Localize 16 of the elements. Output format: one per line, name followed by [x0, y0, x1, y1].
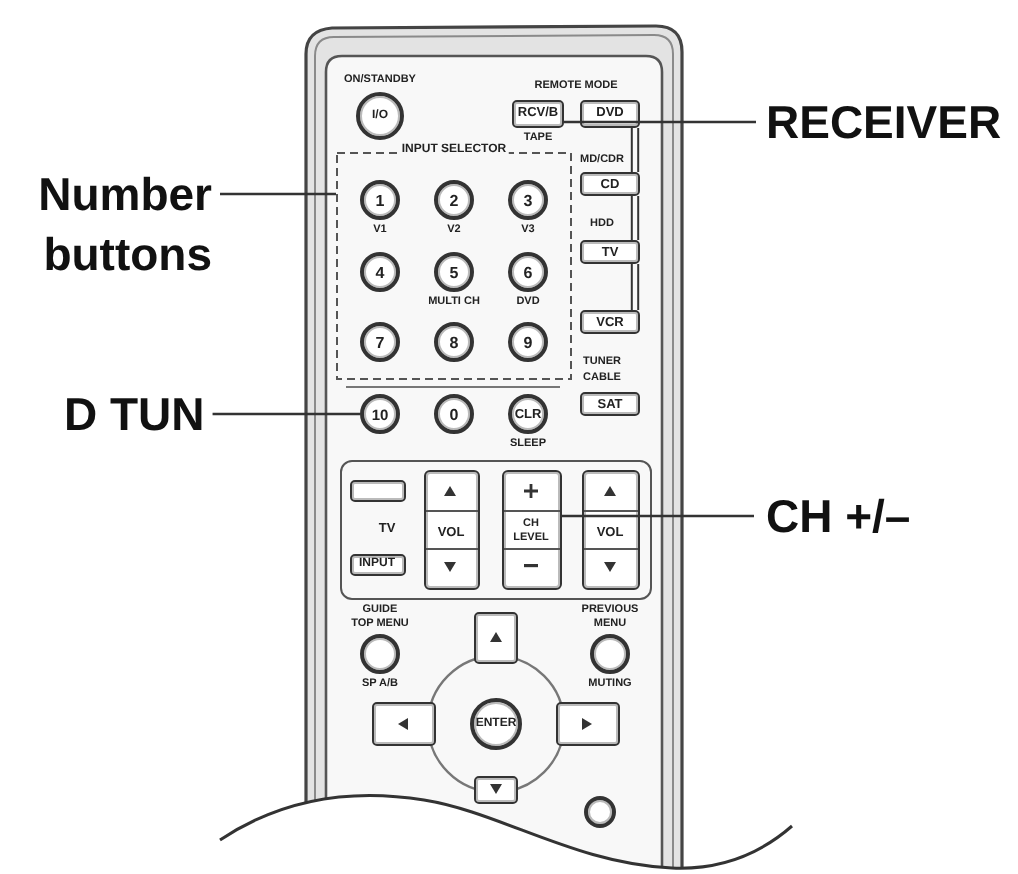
callout-label: RECEIVER [766, 94, 1002, 150]
cursor-button [474, 612, 518, 664]
leader-line [220, 192, 336, 196]
input-selector-group [336, 144, 572, 380]
double-connector-line [630, 127, 640, 173]
cursor-button [556, 702, 620, 746]
button-panel [340, 460, 652, 600]
double-connector-line [630, 195, 640, 241]
cursor-button [372, 702, 436, 746]
callout-label: Number buttons [32, 164, 212, 284]
cursor-button [474, 776, 518, 804]
leader-line [212, 412, 360, 416]
double-connector-line [630, 263, 640, 311]
callout-label: CH +/– [766, 490, 911, 542]
callout-label: D TUN [64, 388, 205, 440]
leader-line [561, 514, 754, 518]
